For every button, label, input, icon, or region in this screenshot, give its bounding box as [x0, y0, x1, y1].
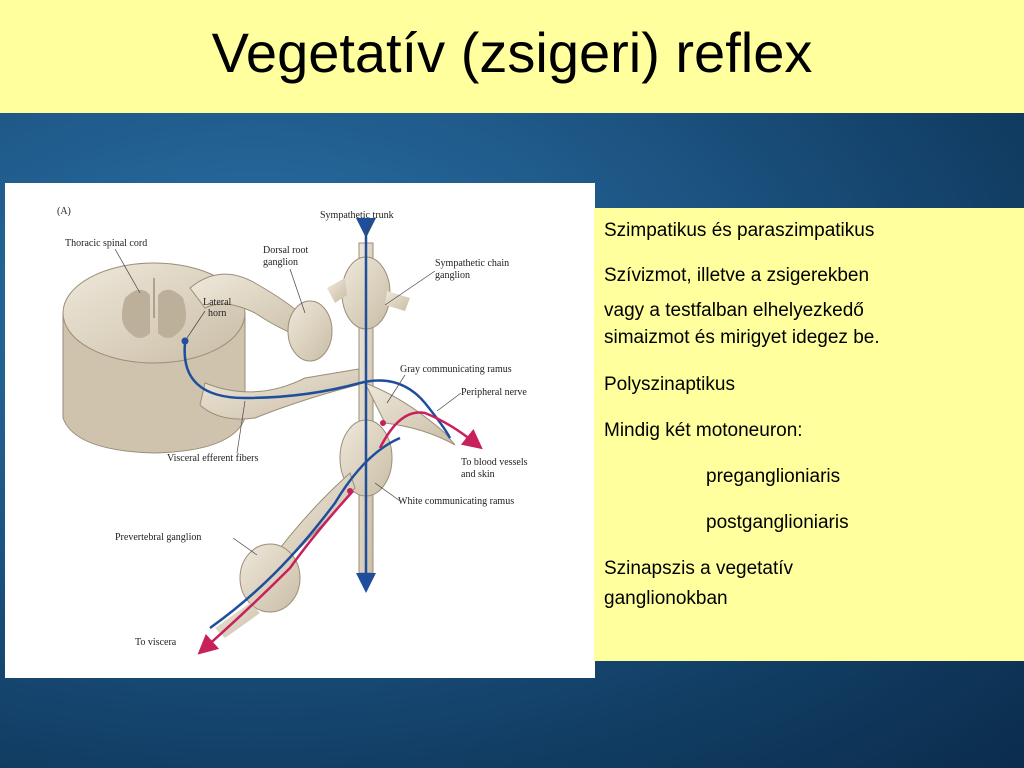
label-to-viscera: To viscera	[135, 637, 177, 648]
title-band	[0, 0, 1024, 113]
label-lateral-horn-1: Lateral	[203, 297, 232, 308]
postganglionic-fibers	[197, 411, 483, 655]
label-peripheral-nerve: Peripheral nerve	[461, 387, 527, 398]
panel-label: (A)	[57, 206, 71, 217]
text-line-postganglionic: postganglioniaris	[706, 512, 849, 533]
label-prevertebral-ganglion: Prevertebral ganglion	[115, 532, 201, 543]
label-lateral-horn-2: horn	[208, 308, 226, 319]
reflex-diagram: (A) Thoracic spinal cord Lateral horn Do…	[5, 183, 595, 678]
text-line-two-motoneurons: Mindig két motoneuron:	[604, 420, 803, 441]
reflex-diagram-svg: (A) Thoracic spinal cord Lateral horn Do…	[57, 206, 528, 655]
text-line-symp-parasymp: Szimpatikus és paraszimpatikus	[604, 220, 875, 241]
label-chain-ganglion-1: Sympathetic chain	[435, 258, 509, 269]
label-blood-vessels-1: To blood vessels	[461, 457, 528, 468]
label-visceral-efferent: Visceral efferent fibers	[167, 453, 258, 464]
label-white-ramus: White communicating ramus	[398, 496, 514, 507]
text-line-synapse-1: Szinapszis a vegetatív	[604, 558, 794, 579]
text-line-preganglionic: preganglioniaris	[706, 466, 841, 487]
leader-lines	[114, 220, 462, 556]
label-dorsal-root-2: ganglion	[263, 257, 298, 268]
text-line-innervation-3: simaizmot és mirigyet idegez be.	[604, 327, 880, 348]
label-dorsal-root-1: Dorsal root	[263, 245, 308, 256]
text-line-synapse-2: ganglionokban	[604, 588, 728, 609]
label-blood-vessels-2: and skin	[461, 469, 495, 480]
text-line-innervation-2: vagy a testfalban elhelyezkedő	[604, 300, 864, 321]
sympathetic-trunk	[264, 242, 456, 579]
label-thoracic-spinal-cord: Thoracic spinal cord	[65, 238, 147, 249]
text-panel: Szimpatikus és paraszimpatikus Szívizmot…	[594, 208, 1024, 661]
label-gray-ramus: Gray communicating ramus	[400, 364, 512, 375]
label-sympathetic-trunk: Sympathetic trunk	[320, 210, 394, 221]
label-chain-ganglion-2: ganglion	[435, 270, 470, 281]
slide-title: Vegetatív (zsigeri) reflex	[211, 21, 813, 84]
text-line-polysynaptic: Polyszinaptikus	[604, 374, 735, 395]
text-line-innervation-1: Szívizmot, illetve a zsigerekben	[604, 265, 870, 286]
nerve-roots	[189, 273, 366, 420]
visceral-efferent-fibers	[181, 218, 452, 630]
